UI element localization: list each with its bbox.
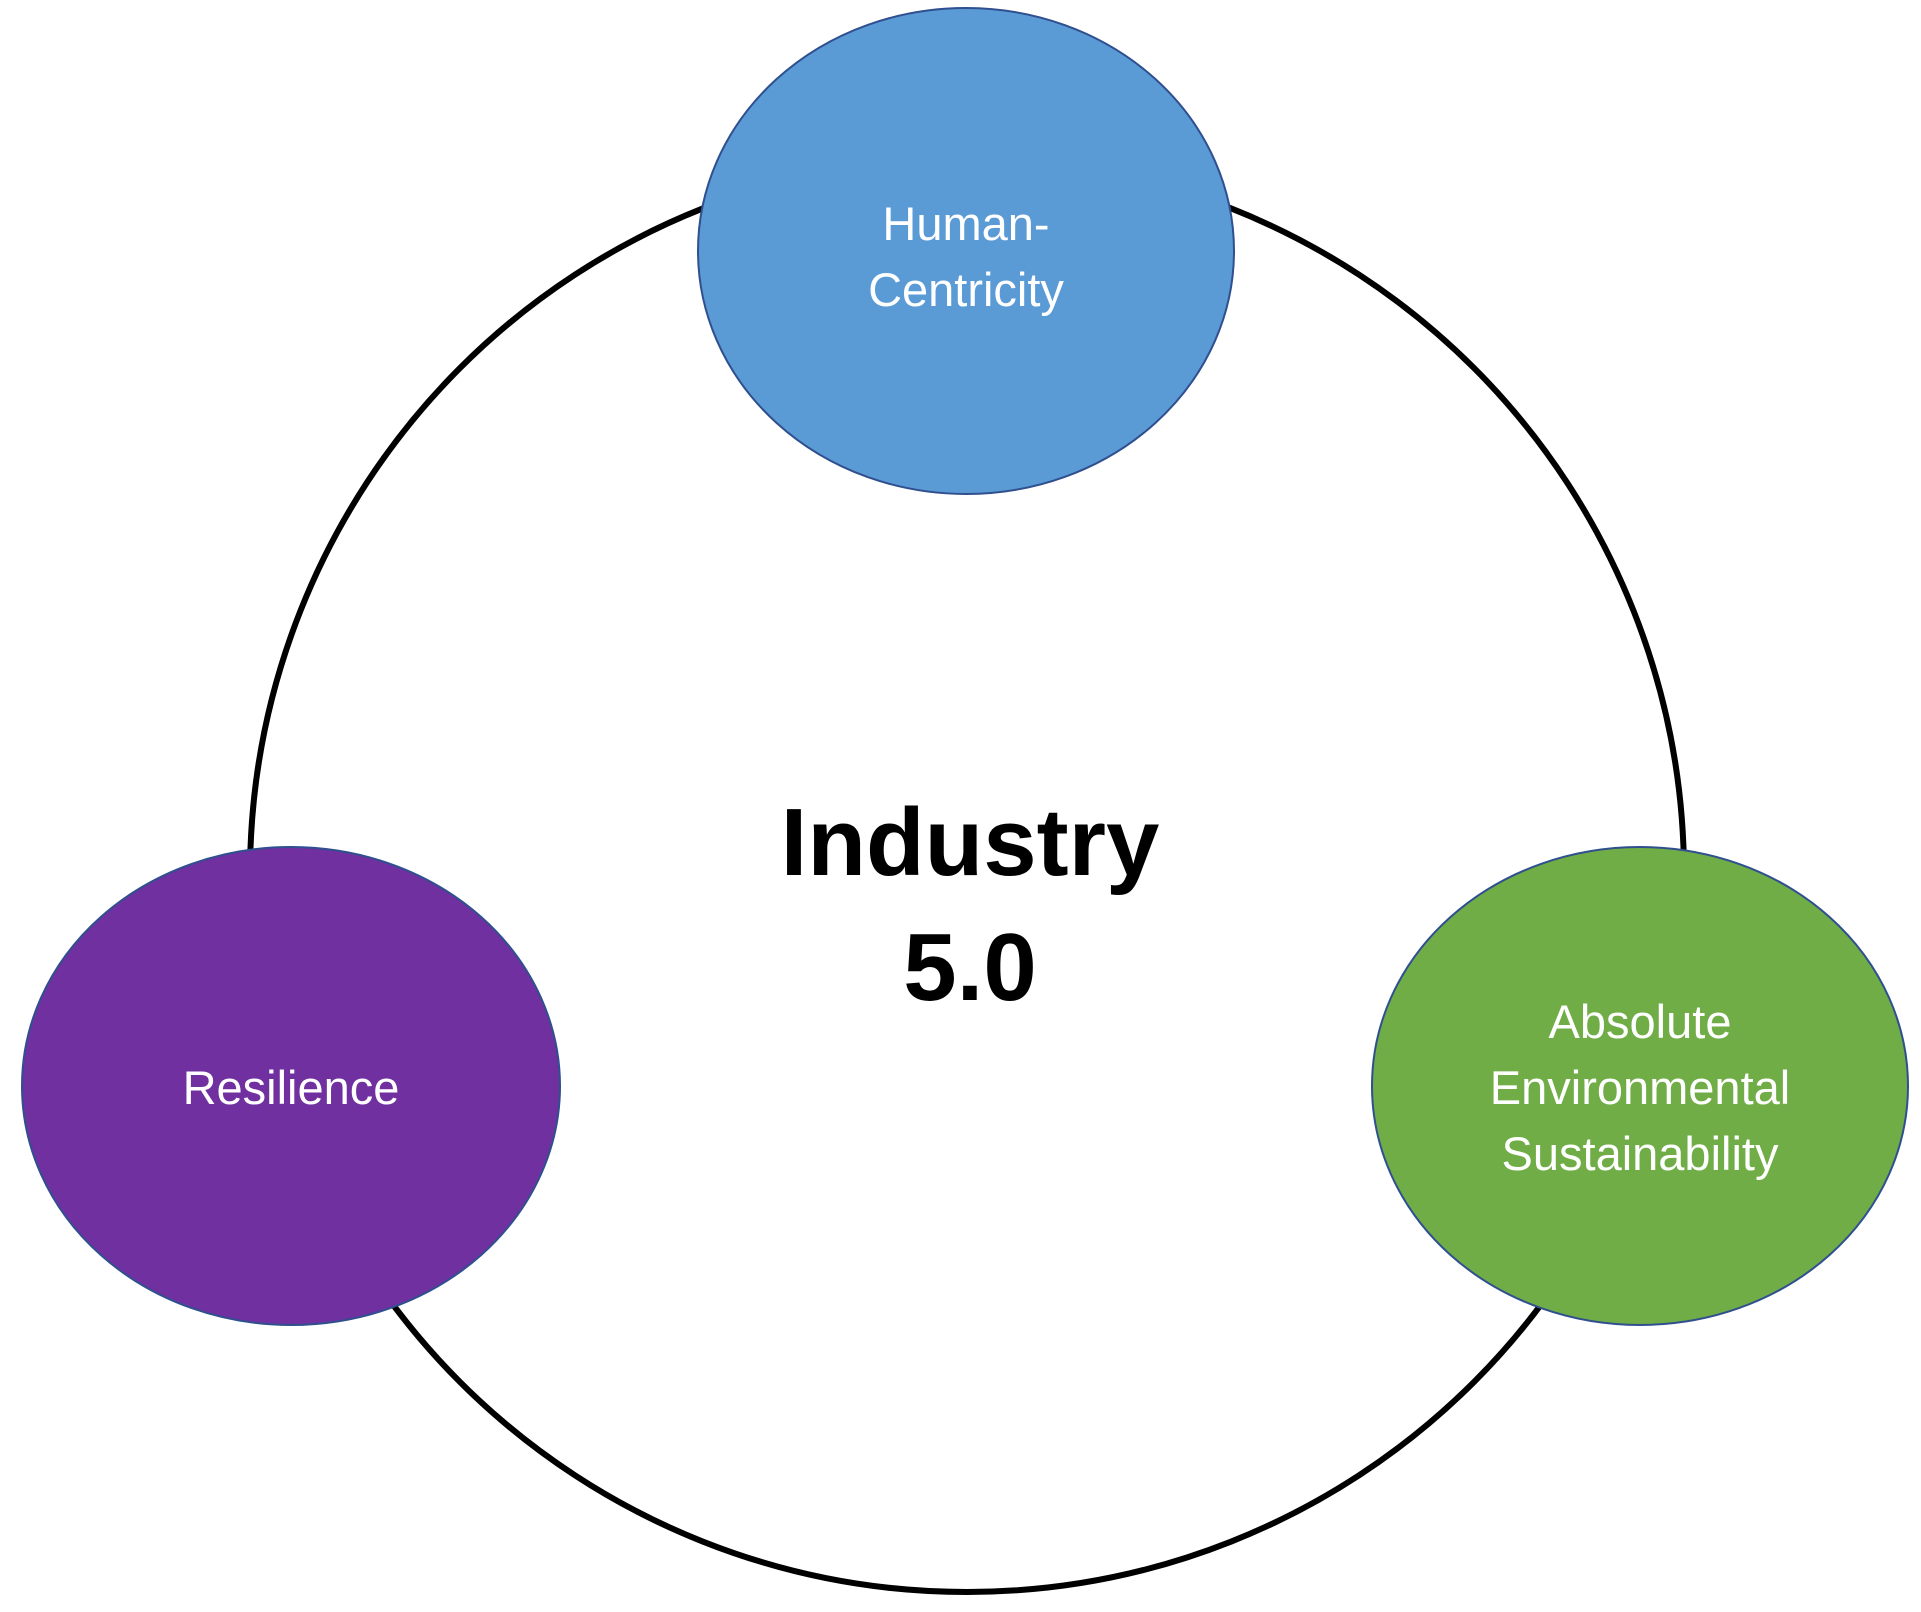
node-sustainability-line1: Absolute (1549, 995, 1732, 1048)
node-sustainability-line2: Environmental (1490, 1061, 1790, 1114)
center-label-line1: Industry (781, 789, 1160, 896)
node-sustainability-ellipse (1371, 846, 1909, 1326)
node-resilience-line1: Resilience (183, 1061, 400, 1114)
center-label: Industry 5.0 (781, 789, 1160, 1021)
node-sustainability-line3: Sustainability (1502, 1127, 1779, 1180)
node-human-centricity-line2: Centricity (868, 263, 1064, 316)
center-label-line2: 5.0 (903, 914, 1036, 1021)
node-resilience-ellipse (21, 846, 561, 1326)
node-sustainability: Absolute Environmental Sustainability (1371, 846, 1909, 1326)
node-human-centricity-line1: Human- (882, 197, 1049, 250)
node-human-centricity-ellipse (697, 7, 1235, 495)
node-human-centricity: Human- Centricity (697, 7, 1235, 495)
node-resilience: Resilience (21, 846, 561, 1326)
